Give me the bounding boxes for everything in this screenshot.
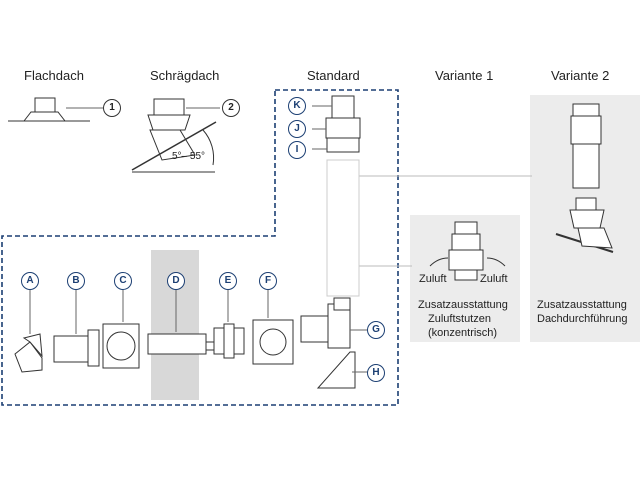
component-b-pipe	[53, 290, 100, 367]
callout-j: J	[288, 120, 306, 138]
callout-i: I	[288, 141, 306, 159]
variante1-caption-3: (konzentrisch)	[428, 327, 498, 339]
zuluft-right-label: Zuluft	[480, 273, 508, 285]
callout-h: H	[367, 364, 385, 382]
component-f-plate	[252, 290, 294, 365]
callout-g: G	[367, 321, 385, 339]
pitched-roof-flashing	[131, 98, 220, 173]
header-standard: Standard	[307, 68, 360, 83]
variante2-caption-1: Zusatzausstattung	[537, 299, 627, 311]
callout-b: B	[67, 272, 85, 290]
variante2-caption-2: Dachdurchführung	[537, 313, 628, 325]
callout-k: K	[288, 97, 306, 115]
header-variante2: Variante 2	[551, 68, 610, 83]
standard-boundary	[1, 89, 399, 406]
header-flachdach: Flachdach	[24, 68, 84, 83]
flat-roof-flashing	[8, 97, 103, 122]
component-g-connector	[300, 297, 368, 349]
component-e-extension	[213, 290, 245, 359]
variante1-caption-2: Zuluftstutzen	[428, 313, 491, 325]
callout-c: C	[114, 272, 132, 290]
header-variante1: Variante 1	[435, 68, 494, 83]
standard-vertical-pipe	[312, 95, 361, 297]
variante1-caption-1: Zusatzausstattung	[418, 299, 508, 311]
callout-1: 1	[103, 99, 121, 117]
header-schraegdach: Schrägdach	[150, 68, 220, 83]
angle-label: 5°– 55°	[172, 151, 206, 162]
component-h-bracket	[316, 351, 368, 389]
zuluft-left-label: Zuluft	[419, 273, 447, 285]
component-d-pipe	[147, 290, 217, 355]
callout-f: F	[259, 272, 277, 290]
component-c-plate	[102, 290, 140, 369]
callout-e: E	[219, 272, 237, 290]
callout-a: A	[21, 272, 39, 290]
component-a-elbow	[14, 290, 43, 373]
callout-2: 2	[222, 99, 240, 117]
variante1-air-intake	[429, 221, 506, 281]
callout-d: D	[167, 272, 185, 290]
variante2-roof-penetration	[555, 103, 614, 253]
